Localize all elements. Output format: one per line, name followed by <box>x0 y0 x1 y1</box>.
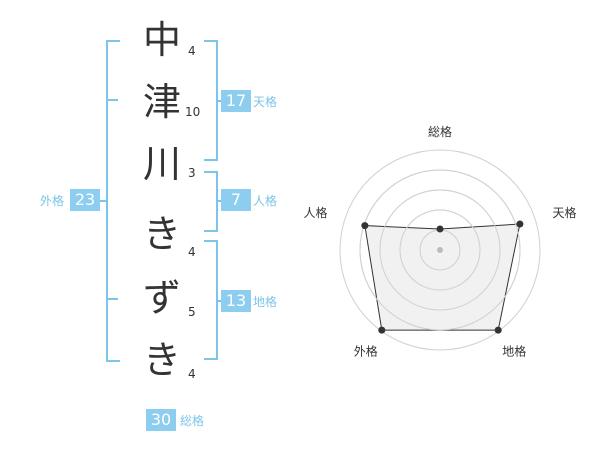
stroke-count-2: 10 <box>185 105 201 119</box>
name-char-2: 津 <box>142 80 181 124</box>
radar-data-point <box>378 326 386 334</box>
radar-axis-label: 総格 <box>428 124 452 139</box>
radar-grid-ring-overlay <box>399 209 481 291</box>
radar-grid-ring <box>339 149 541 351</box>
jinkaku-score: 7 <box>221 189 251 211</box>
radar-axis-label: 天格 <box>553 205 577 220</box>
stroke-count-6: 4 <box>188 367 196 381</box>
radar-axis-label: 人格 <box>303 205 327 220</box>
outer-bracket-divider-2 <box>106 298 118 300</box>
radar-data-point <box>516 220 524 228</box>
outer-bracket-divider-1 <box>106 99 118 101</box>
radar-axis-label: 地格 <box>502 343 526 358</box>
radar-data-point <box>361 222 369 230</box>
name-char-3: 川 <box>142 142 181 186</box>
jinkaku-bracket-tick <box>216 200 222 202</box>
name-char-4: き <box>142 212 181 256</box>
chikaku-score: 13 <box>221 290 251 312</box>
soukaku-score: 30 <box>146 409 176 431</box>
soukaku-label: 総格 <box>180 414 205 428</box>
radar-data-polygon <box>364 223 521 331</box>
jinkaku-label: 人格 <box>253 194 278 208</box>
tenkaku-score: 17 <box>221 90 251 112</box>
name-char-1: 中 <box>142 18 181 62</box>
name-char-5: ず <box>142 276 181 320</box>
radar-axis-label: 外格 <box>354 343 378 358</box>
radar-center-dot <box>437 247 443 253</box>
radar-grid-ring-overlay <box>359 169 521 331</box>
tenkaku-label: 天格 <box>253 95 278 109</box>
stroke-count-5: 5 <box>188 305 196 319</box>
radar-grid-ring-overlay <box>379 189 501 311</box>
chikaku-label: 地格 <box>253 295 278 309</box>
gaikaku-score: 23 <box>70 189 100 211</box>
radar-data-point <box>494 326 502 334</box>
outer-bracket-tick <box>96 200 107 202</box>
radar-data-point <box>436 225 444 233</box>
chikaku-bracket-tick <box>216 300 222 302</box>
gaikaku-label: 外格 <box>40 194 65 208</box>
stroke-count-4: 4 <box>188 245 196 259</box>
tenkaku-bracket-tick <box>216 100 222 102</box>
outer-bracket <box>106 40 120 362</box>
name-char-6: き <box>142 338 181 382</box>
stroke-count-1: 4 <box>188 44 196 58</box>
stroke-count-3: 3 <box>188 166 196 180</box>
